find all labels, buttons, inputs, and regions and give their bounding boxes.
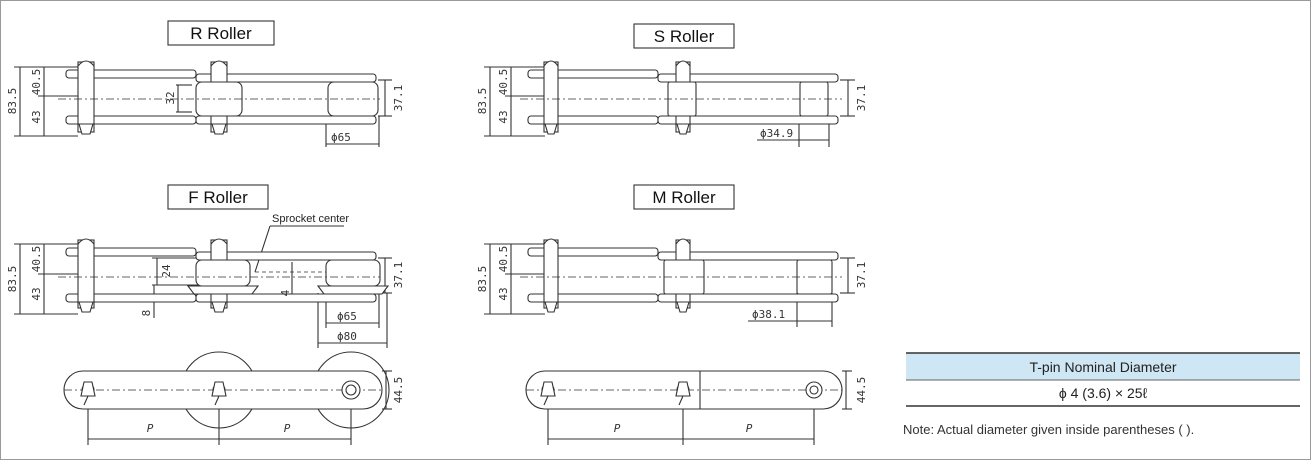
tpin-table-value: ϕ 4 (3.6) × 25ℓ — [1059, 385, 1148, 401]
m-dim-lower: 43 — [497, 287, 510, 300]
pitch-label-left-2: P — [284, 422, 291, 435]
tpin-table-header: T-pin Nominal Diameter — [1029, 359, 1176, 375]
tpin-table: T-pin Nominal Diameter ϕ 4 (3.6) × 25ℓ — [906, 352, 1300, 407]
s-roller-title: S Roller — [654, 27, 715, 46]
s-dim-link-width: 37.1 — [855, 85, 868, 112]
r-roller-view — [14, 20, 392, 147]
f-dim-roller-diameter: ϕ65 — [337, 310, 357, 323]
r-dim-diameter: ϕ65 — [331, 131, 351, 144]
s-dim-lower: 43 — [497, 110, 510, 123]
m-dim-diameter: ϕ38.1 — [752, 308, 785, 321]
m-roller-title: M Roller — [652, 188, 716, 207]
f-dim-flange-height: 24 — [160, 264, 173, 278]
s-roller-title-box — [633, 23, 735, 49]
r-dim-roller-height: 32 — [164, 91, 177, 104]
m-dim-link-width: 37.1 — [855, 262, 868, 289]
pitch-label-left-1: P — [147, 422, 154, 435]
f-roller-title-box — [167, 184, 269, 210]
m-dim-total: 83.5 — [476, 266, 489, 293]
s-dim-total: 83.5 — [476, 88, 489, 115]
r-roller-title-box — [167, 20, 275, 46]
sprocket-center-label: Sprocket center — [272, 213, 349, 225]
plan-height-left: 44.5 — [392, 377, 405, 404]
m-dim-upper: 40.5 — [497, 246, 510, 273]
f-roller-view — [14, 184, 392, 348]
r-dim-link-width: 37.1 — [392, 85, 405, 112]
plan-view-left — [63, 351, 392, 445]
tpin-table-header-bg — [906, 353, 1300, 380]
r-roller-title: R Roller — [190, 24, 252, 43]
pitch-label-right-2: P — [746, 422, 753, 435]
f-dim-total: 83.5 — [6, 266, 19, 293]
f-dim-lower: 43 — [30, 287, 43, 300]
tpin-note: Note: Actual diameter given inside paren… — [903, 422, 1194, 437]
m-roller-title-box — [633, 184, 735, 210]
s-dim-diameter: ϕ34.9 — [760, 127, 793, 140]
f-dim-offset-b: 4 — [279, 289, 292, 296]
r-dim-total: 83.5 — [6, 88, 19, 115]
f-dim-upper: 40.5 — [30, 246, 43, 273]
r-dim-upper: 40.5 — [30, 69, 43, 96]
r-dim-lower: 43 — [30, 110, 43, 123]
f-roller-title: F Roller — [188, 188, 248, 207]
f-dim-link-width: 37.1 — [392, 262, 405, 289]
f-dim-flange-diameter: ϕ80 — [337, 330, 357, 343]
s-dim-upper: 40.5 — [497, 69, 510, 96]
s-roller-view — [484, 23, 855, 147]
pitch-label-right-1: P — [614, 422, 621, 435]
plan-view-right — [525, 370, 852, 445]
m-roller-view — [484, 184, 855, 327]
plan-height-right: 44.5 — [855, 377, 868, 404]
f-dim-offset-a: 8 — [140, 310, 153, 317]
